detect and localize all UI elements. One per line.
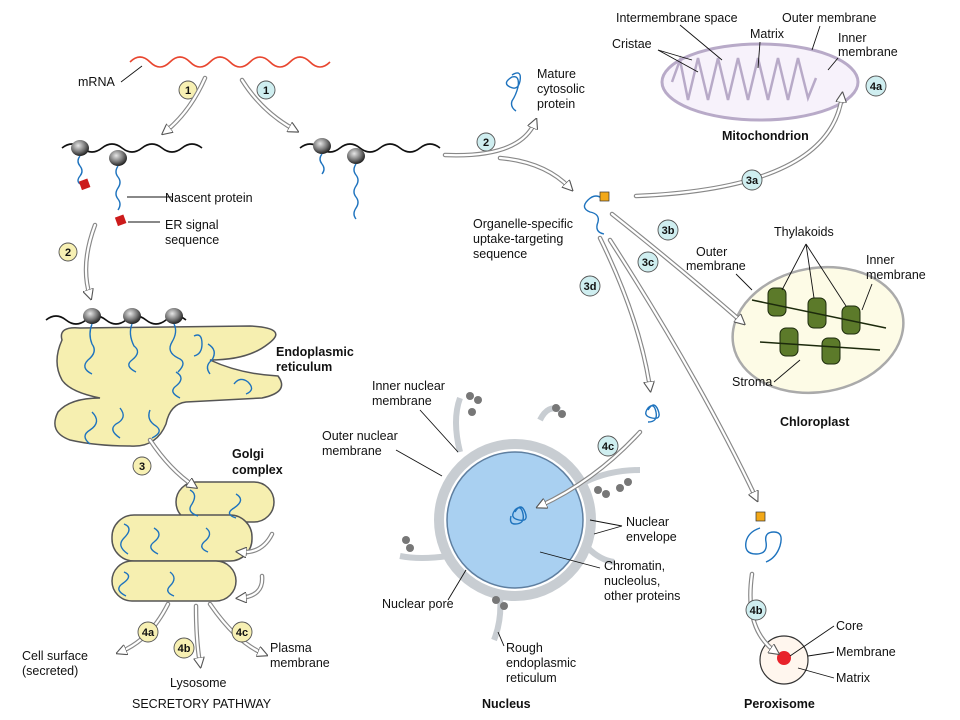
mrna-leader (120, 65, 143, 83)
cristae-label: Cristae (612, 37, 652, 51)
chromatin-label-2: nucleolus, (604, 574, 660, 588)
outer-nuclear-label-1: Outer nuclear (322, 429, 398, 443)
er-bound-polysome (61, 140, 203, 227)
peroxisome-import-protein (745, 511, 782, 563)
mature-label-3: protein (537, 97, 575, 111)
peroxisome-title: Peroxisome (744, 697, 815, 711)
targeted-protein (583, 191, 610, 235)
outer-nuclear-label-2: membrane (322, 444, 382, 458)
svg-text:4b: 4b (750, 605, 763, 617)
chromatin-label-1: Chromatin, (604, 559, 665, 573)
mrna-label: mRNA (78, 75, 115, 89)
nuclear-pore-label: Nuclear pore (382, 597, 454, 611)
chromatin-label-3: other proteins (604, 589, 680, 603)
nascent-protein-label: Nascent protein (165, 191, 253, 205)
matrix-perox-label: Matrix (836, 671, 871, 685)
svg-text:4a: 4a (142, 627, 155, 639)
step-3c-badge: 3c (637, 251, 659, 273)
golgi-title-1: Golgi (232, 447, 264, 461)
mature-protein-chain (505, 72, 522, 112)
organelle-label-1: Organelle-specific (473, 217, 573, 231)
step-3c-arrow (607, 237, 759, 501)
stroma-label: Stroma (732, 375, 772, 389)
mito-outer-label: Outer membrane (782, 11, 877, 25)
step-3b-badge: 3b (657, 219, 679, 241)
nuclear-envelope-label-1: Nuclear (626, 515, 669, 529)
svg-text:4a: 4a (870, 81, 883, 93)
er-signal-label-2: sequence (165, 233, 219, 247)
svg-text:4b: 4b (178, 643, 191, 655)
chloroplast-title: Chloroplast (780, 415, 850, 429)
cytosolic-polysome (299, 138, 441, 220)
svg-text:1: 1 (263, 85, 269, 97)
svg-text:1: 1 (185, 85, 191, 97)
mito-matrix-label: Matrix (750, 27, 785, 41)
step-2-er-badge: 2 (58, 242, 78, 262)
mito-inner-label-1: Inner (838, 31, 867, 45)
step-1-cyto-badge: 1 (256, 80, 276, 100)
mito-inner-label-2: membrane (838, 45, 898, 59)
er-title-1: Endoplasmic (276, 345, 354, 359)
chloro-outer-label-2: membrane (686, 259, 746, 273)
er-signal-label-1: ER signal (165, 218, 219, 232)
mature-label-1: Mature (537, 67, 576, 81)
step-3a-badge: 3a (741, 169, 763, 191)
step-4c-sec-badge: 4c (231, 621, 253, 643)
mature-label-2: cytosolic (537, 82, 585, 96)
step-3-badge: 3 (132, 456, 152, 476)
golgi-complex (111, 481, 275, 602)
step-2-cyto-badge: 2 (476, 132, 496, 152)
inner-nuclear-label-1: Inner nuclear (372, 379, 445, 393)
cell-surface-label-2: (secreted) (22, 664, 78, 678)
step-4b-sec-badge: 4b (173, 637, 195, 659)
core-label: Core (836, 619, 863, 633)
mitochondrion-title: Mitochondrion (722, 129, 809, 143)
chloro-inner-label-1: Inner (866, 253, 895, 267)
free-mrna (129, 56, 331, 68)
thylakoids-label: Thylakoids (774, 225, 834, 239)
secretory-pathway-title: SECRETORY PATHWAY (132, 697, 272, 711)
nuclear-envelope-label-2: envelope (626, 530, 677, 544)
svg-text:4c: 4c (602, 441, 614, 453)
step-3-arrow (147, 437, 197, 489)
organelle-label-3: sequence (473, 247, 527, 261)
chloro-outer-label-1: Outer (696, 245, 727, 259)
lysosome-label: Lysosome (170, 676, 227, 690)
plasma-membrane-label-2: membrane (270, 656, 330, 670)
step-2-to-targeted-arrow (497, 155, 573, 191)
mitochondrion (660, 42, 860, 122)
svg-text:3d: 3d (584, 281, 597, 293)
rough-er-label-3: reticulum (506, 671, 557, 685)
step-3d-badge: 3d (579, 275, 601, 297)
svg-text:4c: 4c (236, 627, 248, 639)
nucleus-title: Nucleus (482, 697, 531, 711)
chloroplast (731, 265, 905, 395)
step-4c-nuc-badge: 4c (597, 435, 619, 457)
svg-text:3: 3 (139, 461, 145, 473)
chloro-inner-label-2: membrane (866, 268, 926, 282)
step-4b-perox-badge: 4b (745, 599, 767, 621)
plasma-membrane-label-1: Plasma (270, 641, 312, 655)
intermembrane-label: Intermembrane space (616, 11, 738, 25)
step-4a-mito-badge: 4a (865, 75, 887, 97)
rough-er-label-1: Rough (506, 641, 543, 655)
inner-nuclear-label-2: membrane (372, 394, 432, 408)
step-4a-sec-badge: 4a (137, 621, 159, 643)
svg-text:3c: 3c (642, 257, 654, 269)
svg-text:3b: 3b (662, 225, 675, 237)
rough-er-label-2: endoplasmic (506, 656, 576, 670)
endoplasmic-reticulum (45, 308, 283, 447)
cell-surface-label-1: Cell surface (22, 649, 88, 663)
svg-text:2: 2 (65, 247, 71, 259)
er-title-2: reticulum (276, 360, 332, 374)
nuclear-import-protein (645, 404, 660, 423)
membrane-perox-label: Membrane (836, 645, 896, 659)
svg-text:2: 2 (483, 137, 489, 149)
golgi-title-2: complex (232, 463, 283, 477)
organelle-label-2: uptake-targeting (473, 232, 563, 246)
svg-text:3a: 3a (746, 175, 759, 187)
